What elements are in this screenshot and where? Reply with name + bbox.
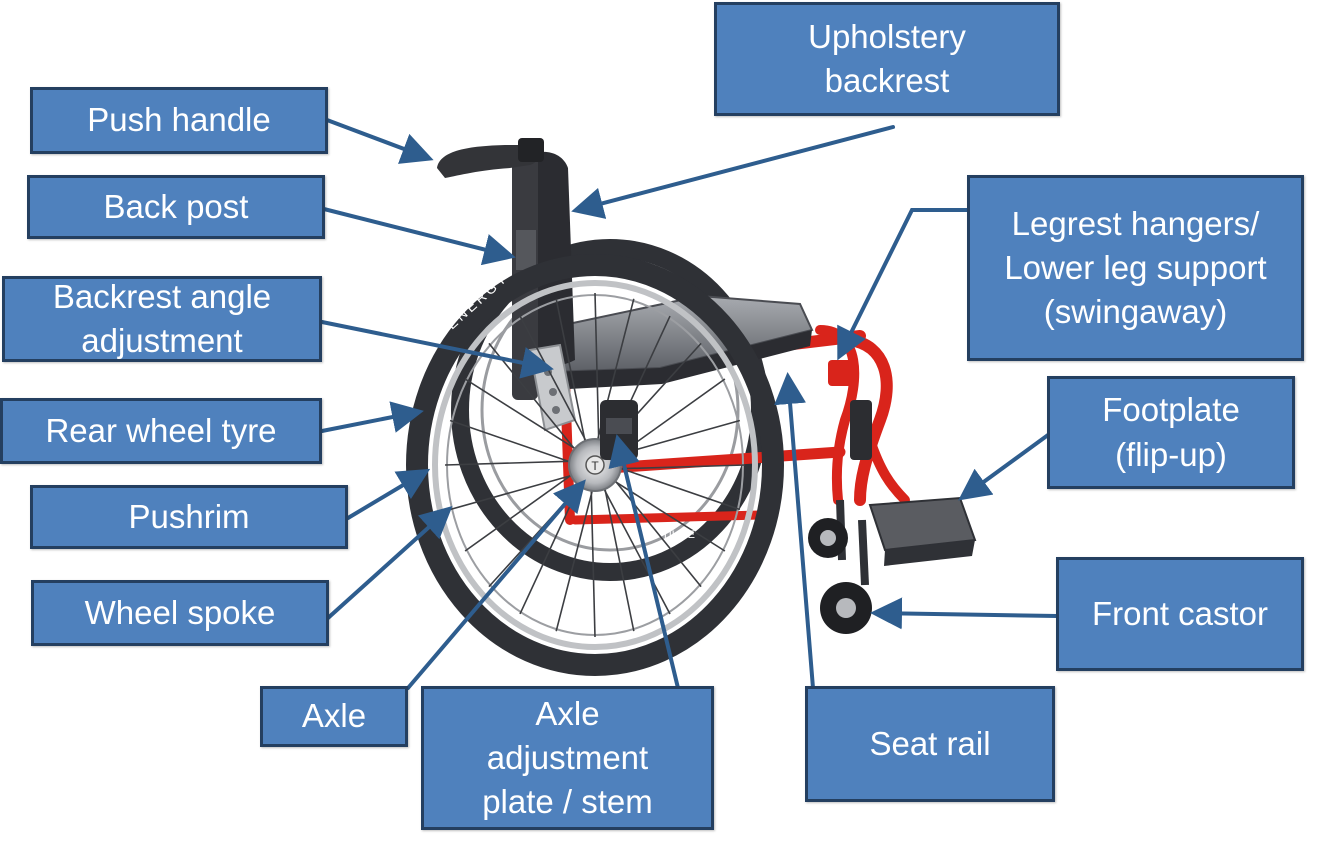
wheel-spoke-line	[590, 482, 596, 638]
arrow-back-post	[318, 206, 516, 266]
near-rear-wheel: T ENERGY	[406, 254, 784, 676]
push-handle	[437, 138, 544, 178]
wheel-spoke-line	[555, 298, 588, 450]
wheel-spoke-line	[607, 476, 726, 552]
legrest-bracket	[828, 360, 872, 460]
wheel-spoke-line	[464, 378, 583, 454]
wheel-spoke-line	[555, 482, 596, 632]
frame-badge: TILITE	[662, 529, 695, 541]
wheelchair-illustration: T ENERGY TILITE	[406, 138, 977, 676]
label-seat-rail: Seat rail	[805, 686, 1055, 802]
wheel-spoke-line	[594, 292, 600, 448]
label-rear-wheel-tyre: Rear wheel tyre	[0, 398, 322, 464]
wheel-spoke-line	[519, 315, 591, 449]
arrow-backrest-angle	[320, 320, 554, 379]
arrow-legrest	[837, 208, 970, 361]
arrow-wheel-spoke	[326, 505, 453, 620]
leader-lines	[318, 118, 1059, 690]
wheel-spoke-line	[599, 481, 671, 615]
label-upholstery-backrest: Upholstery backrest	[714, 2, 1060, 116]
wheel-spoke-line	[449, 472, 580, 511]
label-wheel-spoke: Wheel spoke	[31, 580, 329, 646]
arrow-footplate	[958, 433, 1050, 501]
arrow-upholstery-backrest	[571, 125, 895, 219]
wheel-spoke-line	[444, 460, 578, 466]
label-axle: Axle	[260, 686, 408, 747]
wheel-spoke-line	[612, 464, 741, 511]
label-back-post: Back post	[27, 175, 325, 239]
arrow-front-castor	[870, 597, 1059, 630]
wheel-spoke-line	[602, 480, 635, 632]
label-footplate: Footplate (flip-up)	[1047, 376, 1295, 489]
label-pushrim: Pushrim	[30, 485, 348, 549]
legrest-tube	[865, 435, 910, 505]
wheel-spoke-line	[488, 342, 581, 456]
arrow-pushrim	[346, 468, 431, 520]
front-frame-hanger	[844, 334, 893, 506]
label-backrest-angle-adjustment: Backrest angle adjustment	[2, 276, 322, 362]
arrow-axle	[406, 479, 586, 690]
arrow-axle-plate	[608, 434, 680, 690]
arrow-seat-rail	[774, 372, 815, 690]
label-axle-adjustment-plate: Axle adjustment plate / stem	[421, 686, 714, 830]
footplate	[868, 496, 977, 566]
svg-text:T: T	[591, 459, 599, 473]
lower-cross-tube	[570, 510, 765, 525]
arrow-push-handle	[325, 118, 434, 164]
wheel-spoke-line	[449, 419, 578, 466]
front-castors	[808, 499, 872, 634]
wheel-spoke-line	[609, 474, 702, 588]
label-legrest-hangers: Legrest hangers/ Lower leg support (swin…	[967, 175, 1304, 361]
label-front-castor: Front castor	[1056, 557, 1304, 671]
label-push-handle: Push handle	[30, 87, 328, 154]
arrow-rear-wheel-tyre	[320, 401, 424, 433]
front-frame-hanger-far	[815, 325, 860, 505]
